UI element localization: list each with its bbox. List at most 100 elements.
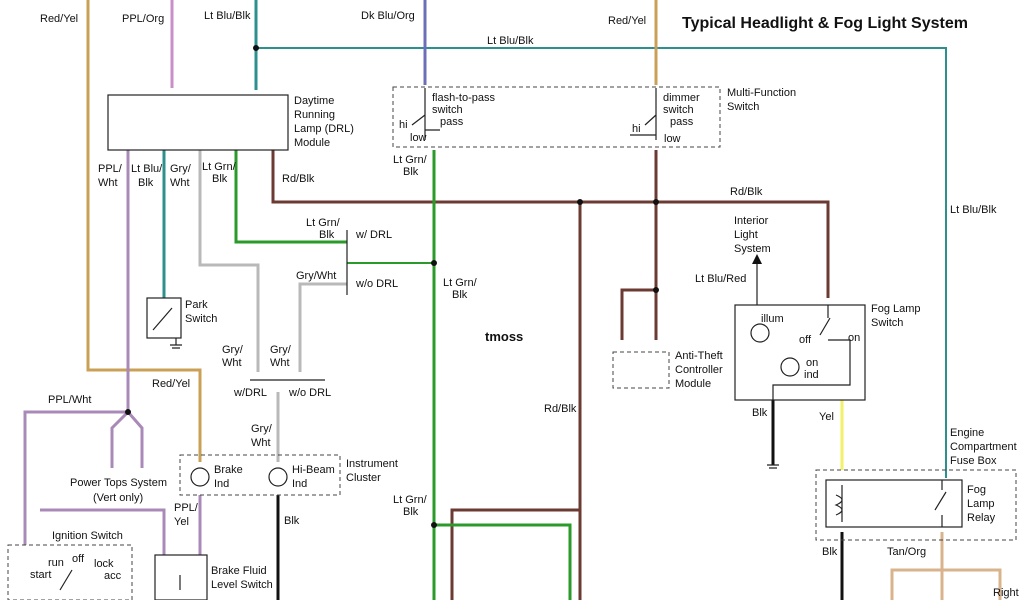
- label: Module: [675, 378, 711, 390]
- label: dimmer: [663, 92, 700, 104]
- label: Gry/: [170, 163, 192, 175]
- label: Anti-Theft: [675, 350, 723, 362]
- label: Blk: [452, 289, 468, 301]
- brake-ind-lamp-icon: [190, 467, 210, 487]
- relay-contact: [934, 480, 947, 527]
- label: Switch: [727, 101, 759, 113]
- label: Module: [294, 137, 330, 149]
- label: Lt Grn/: [393, 494, 428, 506]
- label: PPL/: [174, 502, 199, 514]
- label: Rd/Blk: [730, 186, 763, 198]
- label: Dk Blu/Org: [361, 10, 415, 22]
- label: Blk: [403, 166, 419, 178]
- junction-dot: [431, 522, 437, 528]
- junction-dot: [431, 260, 437, 266]
- wire-lt-blu-blk-bus: [256, 47, 947, 478]
- watermark: tmoss: [485, 329, 523, 344]
- label: Light: [734, 229, 758, 241]
- wire-rd-blk-antitheft: [620, 288, 656, 340]
- label: Lt Grn/: [393, 154, 428, 166]
- label: acc: [104, 570, 122, 582]
- label: Lamp (DRL): [294, 123, 354, 135]
- label: Fog: [967, 484, 986, 496]
- label: Lt Blu/: [131, 163, 163, 175]
- label: Lt Grn/: [443, 277, 478, 289]
- illum-lamp-icon: [750, 323, 770, 343]
- label: Red/Yel: [608, 15, 646, 27]
- ground-fog: [767, 464, 779, 469]
- arrow-interior-light: [752, 254, 762, 264]
- label: Ind: [292, 478, 307, 490]
- label: Blk: [212, 173, 228, 185]
- wire-red-yel-left: [86, 0, 202, 462]
- label: off: [72, 553, 85, 565]
- label: Blk: [752, 407, 768, 419]
- label: off: [799, 334, 812, 346]
- label: PPL/Org: [122, 13, 164, 25]
- label: Yel: [819, 411, 834, 423]
- label: switch: [432, 104, 463, 116]
- junction-dot: [253, 45, 259, 51]
- label: start: [30, 569, 51, 581]
- wire-lt-grn-blk-drl: [234, 150, 347, 244]
- label: lock: [94, 558, 114, 570]
- instrument-cluster-box: [179, 454, 341, 496]
- label: Engine: [950, 427, 984, 439]
- label: Running: [294, 109, 335, 121]
- label: flash-to-pass: [432, 92, 495, 104]
- label: Gry/: [222, 344, 244, 356]
- label: Controller: [675, 364, 723, 376]
- label: Blk: [138, 177, 154, 189]
- label: Wht: [222, 357, 242, 369]
- label: w/ DRL: [355, 229, 392, 241]
- wire-gry-wht-wodrl: [298, 282, 347, 372]
- label: Cluster: [346, 472, 381, 484]
- label: pass: [440, 116, 464, 128]
- label: Red/Yel: [152, 378, 190, 390]
- label: Right: [993, 587, 1019, 599]
- label: hi: [632, 123, 641, 135]
- label: Daytime: [294, 95, 334, 107]
- label: Wht: [98, 177, 118, 189]
- label: Wht: [270, 357, 290, 369]
- label: Park: [185, 299, 208, 311]
- label: ind: [804, 369, 819, 381]
- park-switch-contact: [152, 307, 177, 345]
- label: Rd/Blk: [282, 173, 315, 185]
- junction-dot: [653, 199, 659, 205]
- relay-coil: [834, 485, 843, 522]
- brake-fluid-box: [154, 554, 208, 600]
- label: Relay: [967, 512, 996, 524]
- label: System: [734, 243, 771, 255]
- label: Ignition Switch: [52, 530, 123, 542]
- diagram-title: Typical Headlight & Fog Light System: [682, 15, 968, 32]
- wire-tan-org-right: [890, 568, 1002, 600]
- anti-theft-box: [612, 351, 670, 389]
- on-ind-lamp-icon: [780, 357, 800, 377]
- label: Lt Grn/: [306, 217, 341, 229]
- label: Fog Lamp: [871, 303, 921, 315]
- label: on: [806, 357, 818, 369]
- wire-lt-grn-blk-lower: [434, 523, 572, 600]
- label: Brake Fluid: [211, 565, 267, 577]
- label: switch: [663, 104, 694, 116]
- label: Lt Blu/Red: [695, 273, 746, 285]
- label: Wht: [251, 437, 271, 449]
- label: Lt Blu/Blk: [204, 10, 251, 22]
- label: Hi-Beam: [292, 464, 335, 476]
- label: Blk: [284, 515, 300, 527]
- label: pass: [670, 116, 694, 128]
- label: Compartment: [950, 441, 1017, 453]
- wire-rd-blk-lower: [450, 508, 580, 600]
- dimmer-contacts: [630, 88, 657, 140]
- junction-dot: [577, 199, 583, 205]
- fog-switch-contact: [772, 305, 851, 400]
- label: Interior: [734, 215, 769, 227]
- label: low: [664, 133, 681, 145]
- label: Instrument: [346, 458, 398, 470]
- junction-dot: [653, 287, 659, 293]
- label: Blk: [822, 546, 838, 558]
- wire-gry-wht-drl: [198, 150, 260, 372]
- ignition-switch-box: [7, 544, 133, 600]
